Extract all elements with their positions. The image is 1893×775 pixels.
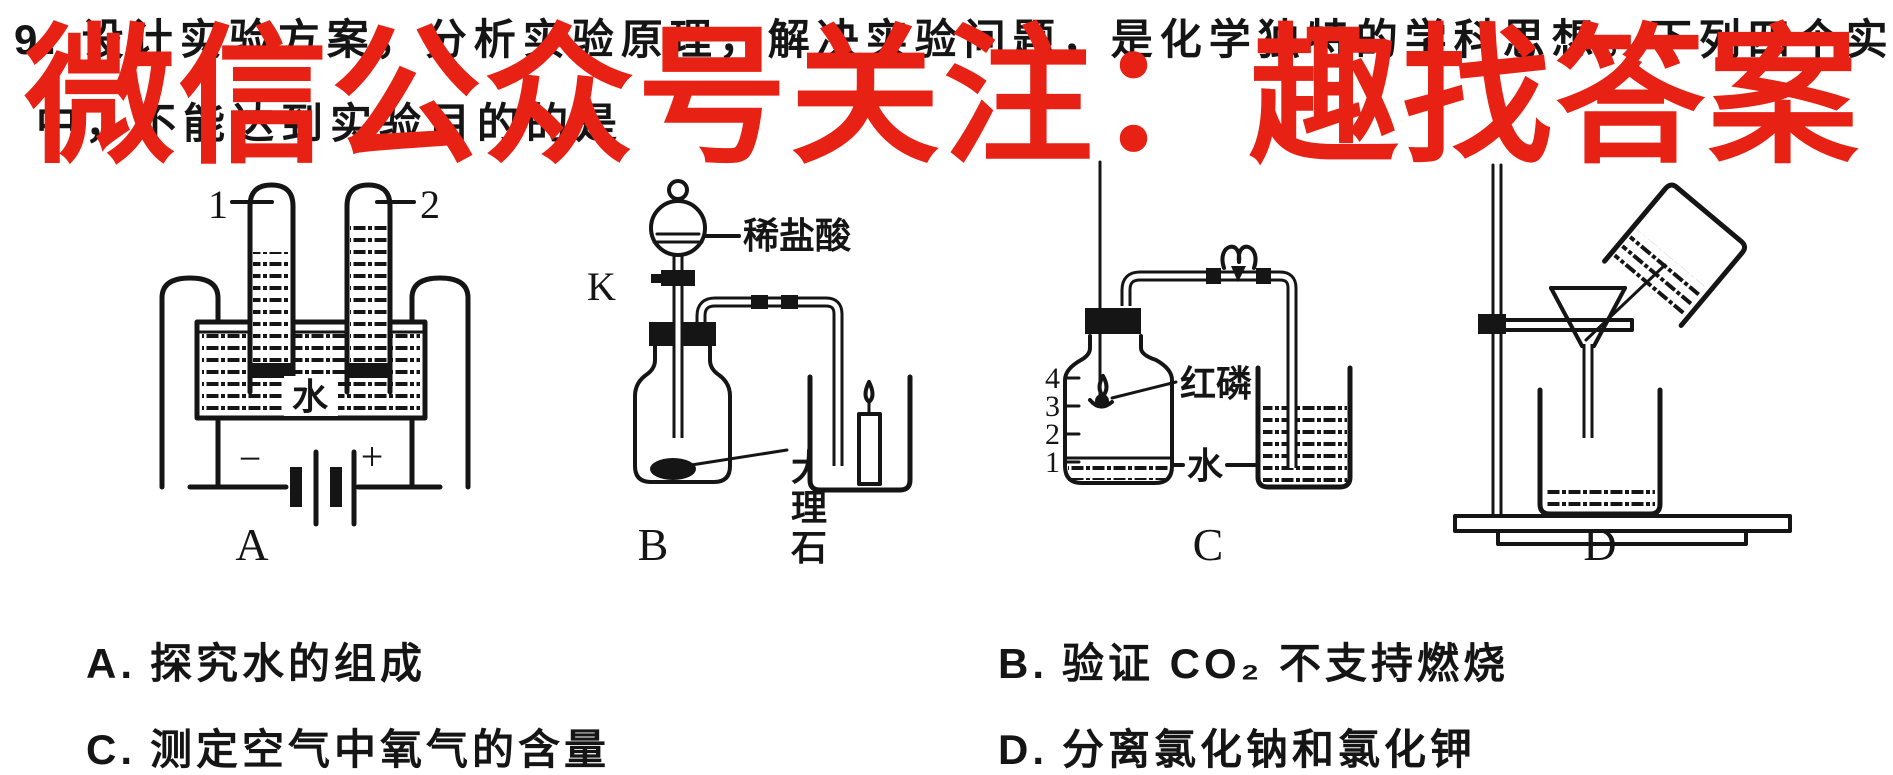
left-wire-post	[159, 275, 221, 490]
funnel-bulb	[649, 199, 707, 257]
option-d: D. 分离氯化钠和氯化钾	[998, 716, 1476, 775]
test-tube-2	[344, 182, 393, 395]
marble-pointer-line	[683, 448, 789, 468]
phosphorus-flame	[1097, 374, 1109, 398]
candle	[857, 380, 882, 486]
option-a-label: A.	[86, 640, 136, 687]
water-beaker-c	[1255, 354, 1353, 490]
stopcock	[661, 270, 695, 286]
test-tube-1	[247, 182, 296, 395]
phosphorus-label: 红磷	[1180, 363, 1252, 404]
scale-2: 2	[1045, 418, 1060, 451]
battery-minus-label: −	[239, 436, 262, 481]
tube-connector-1	[751, 295, 768, 309]
pinch-clamp	[1206, 244, 1271, 284]
option-c: C. 测定空气中氧气的含量	[86, 716, 610, 775]
figure-b-letter: B	[638, 519, 669, 570]
option-b-text: 验证 CO₂ 不支持燃烧	[1062, 640, 1510, 687]
collect-beaker	[1537, 387, 1663, 517]
water-label-a: 水	[292, 376, 329, 417]
option-b: B. 验证 CO₂ 不支持燃烧	[998, 630, 1509, 691]
tube-connector-2	[781, 295, 798, 309]
figure-a-letter: A	[235, 519, 268, 570]
scale-1: 1	[1045, 446, 1060, 479]
figure-c-oxygen-measure-apparatus: 4 3 2 1 红磷	[1045, 160, 1353, 570]
pouring-liquid	[1609, 229, 1708, 321]
stopcock-label: K	[587, 264, 616, 309]
battery-plus-label: +	[361, 434, 384, 479]
bottle-water	[1068, 461, 1169, 480]
scale-3: 3	[1045, 390, 1060, 423]
funnel-knob	[667, 179, 689, 201]
option-a-text: 探究水的组成	[150, 640, 427, 687]
marble-lump	[650, 458, 696, 480]
stand-base	[1453, 514, 1792, 546]
bottle-scale: 4 3 2 1	[1045, 362, 1081, 479]
option-c-label: C.	[86, 726, 136, 773]
option-c-text: 测定空气中氧气的含量	[150, 726, 611, 773]
option-b-label: B.	[998, 640, 1048, 687]
tube-2-label: 2	[420, 182, 440, 227]
burning-phosphorus	[1088, 374, 1114, 409]
option-d-label: D.	[998, 726, 1048, 773]
candle-flame	[863, 380, 875, 404]
watermark-text: 微信公众号关注：趣找答案	[25, 13, 1862, 181]
battery-symbol: − +	[187, 434, 443, 527]
right-wire-post	[409, 275, 471, 490]
figure-d-letter: D	[1583, 519, 1616, 570]
option-d-text: 分离氯化钠和氯化钾	[1062, 726, 1477, 773]
beaker-water	[1263, 398, 1347, 482]
electrode-right	[348, 363, 389, 378]
option-a: A. 探究水的组成	[86, 630, 426, 691]
phosphorus-pointer-line	[1110, 380, 1178, 400]
clamp-knob	[1478, 314, 1506, 334]
flask	[633, 340, 789, 484]
figure-d-filtration-apparatus: D	[1453, 163, 1792, 570]
figure-c-letter: C	[1193, 519, 1224, 570]
tube-labels: 1 2	[208, 182, 440, 227]
question-line-1: 9. 设计实验方案，分析实验原理，解决实验问题，是化学独特的学科思想。下列四个实…	[14, 16, 1893, 63]
acid-label: 稀盐酸	[743, 215, 851, 256]
stand-rod	[1491, 163, 1503, 518]
figure-b-co2-candle-apparatus: 大 理 石 K	[587, 179, 913, 570]
glass-stirring-rod	[1584, 263, 1667, 342]
tube-1-label: 1	[208, 182, 228, 227]
dropping-funnel	[649, 179, 707, 438]
question-line-2: 中，不能达到实验目的的是	[36, 100, 625, 147]
figure-a-electrolysis-apparatus: − + 1 2 水 A	[159, 182, 471, 570]
delivery-tube-c	[1120, 244, 1298, 358]
marble-char-2: 理	[791, 487, 827, 528]
water-label-c: 水	[1187, 445, 1224, 486]
gas-bottle	[1063, 334, 1174, 485]
water-label-bg	[284, 376, 338, 416]
electrode-left	[251, 363, 292, 378]
filtrate	[1545, 484, 1655, 509]
delivery-tube-b	[695, 295, 844, 466]
bottle-stopper	[1085, 308, 1141, 334]
scale-4: 4	[1045, 362, 1060, 395]
marble-char-3: 石	[791, 527, 827, 568]
